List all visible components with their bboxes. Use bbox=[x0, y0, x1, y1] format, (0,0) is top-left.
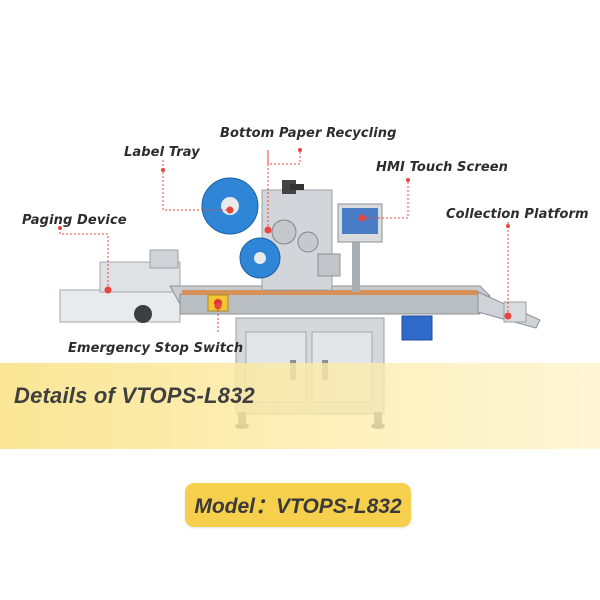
bottom-paper-recycling-callout: Bottom Paper Recycling bbox=[220, 126, 397, 141]
callout-dots bbox=[58, 148, 512, 320]
model-label: Model：VTOPS-L832 bbox=[194, 495, 402, 518]
hmi-touch-screen-callout: HMI Touch Screen bbox=[376, 160, 509, 175]
details-banner bbox=[0, 363, 600, 449]
emergency-stop-switch-callout: Emergency Stop Switch bbox=[68, 341, 244, 356]
callout-lines bbox=[59, 150, 509, 332]
hmi-screen bbox=[337, 203, 383, 292]
conveyor-belt bbox=[59, 249, 541, 341]
banner-title: Details of VTOPS-L832 bbox=[14, 383, 255, 408]
labeling-head bbox=[201, 177, 341, 291]
label-tray-callout: Label Tray bbox=[124, 145, 200, 160]
model-badge: Model：VTOPS-L832 bbox=[185, 483, 411, 527]
paging-device-callout: Paging Device bbox=[22, 213, 127, 228]
collection-platform-callout: Collection Platform bbox=[446, 207, 589, 222]
